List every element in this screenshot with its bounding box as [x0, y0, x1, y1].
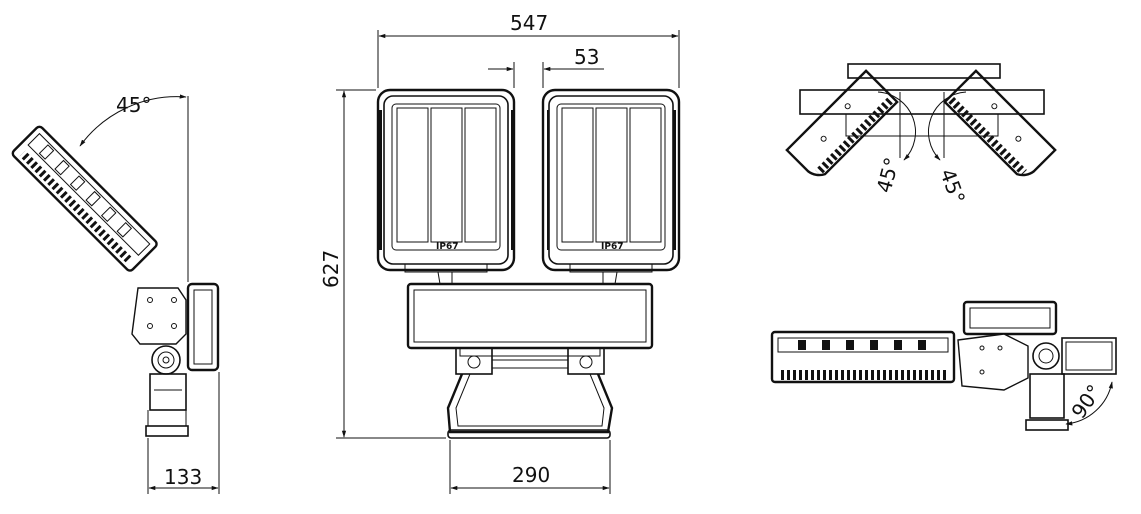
top-left-rotation: 45° — [872, 155, 904, 195]
led-module-right: IP67 — [541, 88, 681, 285]
module-label-right: IP67 — [601, 242, 623, 252]
dimension-133: 133 — [147, 372, 220, 494]
angle-90-bottom: 90° — [1065, 380, 1113, 426]
top-view: 45° 45° — [785, 63, 1057, 208]
side-tilt-angle: 45° — [116, 93, 151, 117]
front-view: IP67 IP67 — [319, 11, 681, 494]
dim-front-height: 627 — [319, 250, 343, 288]
dimension-627: 627 — [319, 89, 446, 439]
tilted-led-head — [11, 125, 158, 272]
dim-side-depth: 133 — [164, 465, 202, 489]
dim-bracket-width: 290 — [512, 463, 550, 487]
bottom-view: 90° — [770, 300, 1117, 431]
angle-45-side: 45° — [79, 93, 189, 282]
led-module-left: IP67 — [376, 88, 516, 285]
side-view: 45° 133 — [11, 93, 220, 494]
dim-front-width: 547 — [510, 11, 548, 35]
dimension-53: 53 — [488, 45, 604, 88]
dimension-547: 547 — [377, 11, 680, 88]
module-label-left: IP67 — [436, 242, 458, 252]
dimension-290: 290 — [449, 440, 611, 494]
mounting-bracket — [446, 347, 614, 439]
top-left-head — [785, 69, 899, 177]
top-right-head — [943, 69, 1057, 177]
top-right-rotation: 45° — [935, 166, 970, 208]
driver-housing — [406, 282, 654, 357]
dim-front-gap: 53 — [574, 45, 599, 69]
bottom-right-rotation: 90° — [1066, 380, 1106, 423]
